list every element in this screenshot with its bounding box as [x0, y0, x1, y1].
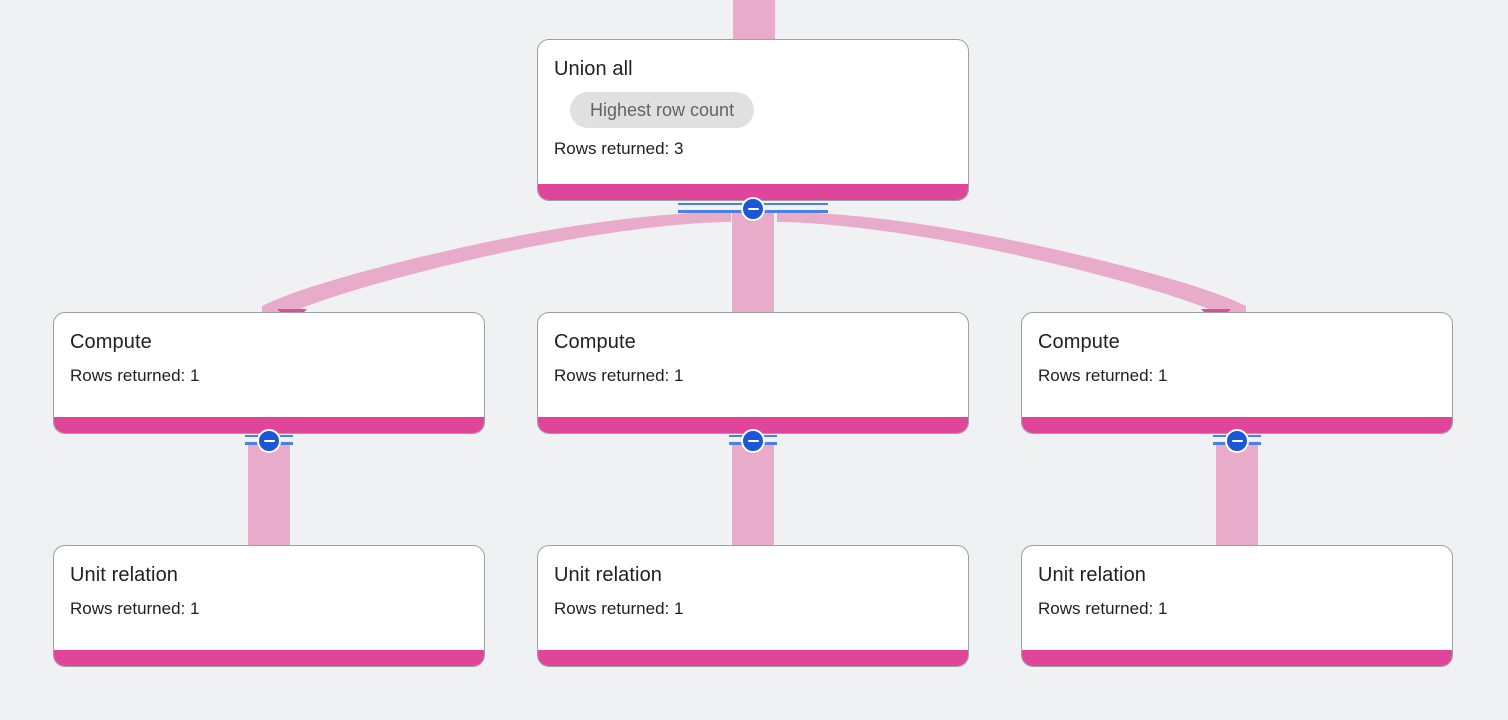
node-title: Union all: [554, 58, 633, 80]
node-rows-returned: Rows returned: 1: [554, 599, 684, 618]
node-title: Compute: [1038, 331, 1120, 353]
node-rows-returned: Rows returned: 3: [554, 139, 684, 158]
edge-union-to-compute-right: [777, 212, 1246, 312]
minus-icon: [747, 439, 759, 443]
node-rows-returned: Rows returned: 1: [554, 366, 684, 385]
node-union-all-body: Union all Highest row count Rows returne…: [538, 40, 968, 160]
node-title: Unit relation: [554, 564, 663, 586]
minus-icon: [263, 439, 275, 443]
node-compute-left[interactable]: Compute Rows returned: 1: [53, 312, 485, 434]
node-unit-relation-right[interactable]: Unit relation Rows returned: 1: [1021, 545, 1453, 667]
node-compute-middle[interactable]: Compute Rows returned: 1: [537, 312, 969, 434]
node-compute-right[interactable]: Compute Rows returned: 1: [1021, 312, 1453, 434]
node-title: Compute: [554, 331, 636, 353]
collapse-union-all-button[interactable]: [741, 197, 765, 221]
edge-compute-middle-to-unit-middle: [732, 442, 774, 548]
node-compute-middle-body: Compute Rows returned: 1: [538, 313, 968, 387]
node-compute-right-body: Compute Rows returned: 1: [1022, 313, 1452, 387]
node-union-all[interactable]: Union all Highest row count Rows returne…: [537, 39, 969, 201]
node-accent-bar: [1022, 417, 1452, 433]
highest-row-count-chip: Highest row count: [570, 92, 755, 128]
node-compute-left-body: Compute Rows returned: 1: [54, 313, 484, 387]
node-rows-returned: Rows returned: 1: [1038, 599, 1168, 618]
node-title: Unit relation: [1038, 564, 1147, 586]
node-accent-bar: [1022, 650, 1452, 666]
node-unit-relation-left[interactable]: Unit relation Rows returned: 1: [53, 545, 485, 667]
node-unit-relation-right-body: Unit relation Rows returned: 1: [1022, 546, 1452, 620]
collapse-compute-right-button[interactable]: [1225, 429, 1249, 453]
node-unit-relation-middle[interactable]: Unit relation Rows returned: 1: [537, 545, 969, 667]
node-accent-bar: [54, 650, 484, 666]
node-rows-returned: Rows returned: 1: [70, 366, 200, 385]
node-rows-returned: Rows returned: 1: [70, 599, 200, 618]
node-title: Unit relation: [70, 564, 179, 586]
node-rows-returned: Rows returned: 1: [1038, 366, 1168, 385]
edge-compute-right-to-unit-right: [1216, 442, 1258, 548]
node-unit-relation-left-body: Unit relation Rows returned: 1: [54, 546, 484, 620]
node-accent-bar: [538, 650, 968, 666]
edge-union-to-compute-middle: [732, 210, 774, 314]
minus-icon: [1231, 439, 1243, 443]
node-accent-bar: [54, 417, 484, 433]
collapse-compute-left-button[interactable]: [257, 429, 281, 453]
edge-inbound-union-all: [733, 0, 775, 42]
node-accent-bar: [538, 184, 968, 200]
node-title: Compute: [70, 331, 152, 353]
node-unit-relation-middle-body: Unit relation Rows returned: 1: [538, 546, 968, 620]
collapse-compute-middle-button[interactable]: [741, 429, 765, 453]
edge-union-to-compute-left: [262, 212, 731, 312]
minus-icon: [747, 207, 759, 211]
edge-compute-left-to-unit-left: [248, 442, 290, 548]
node-accent-bar: [538, 417, 968, 433]
